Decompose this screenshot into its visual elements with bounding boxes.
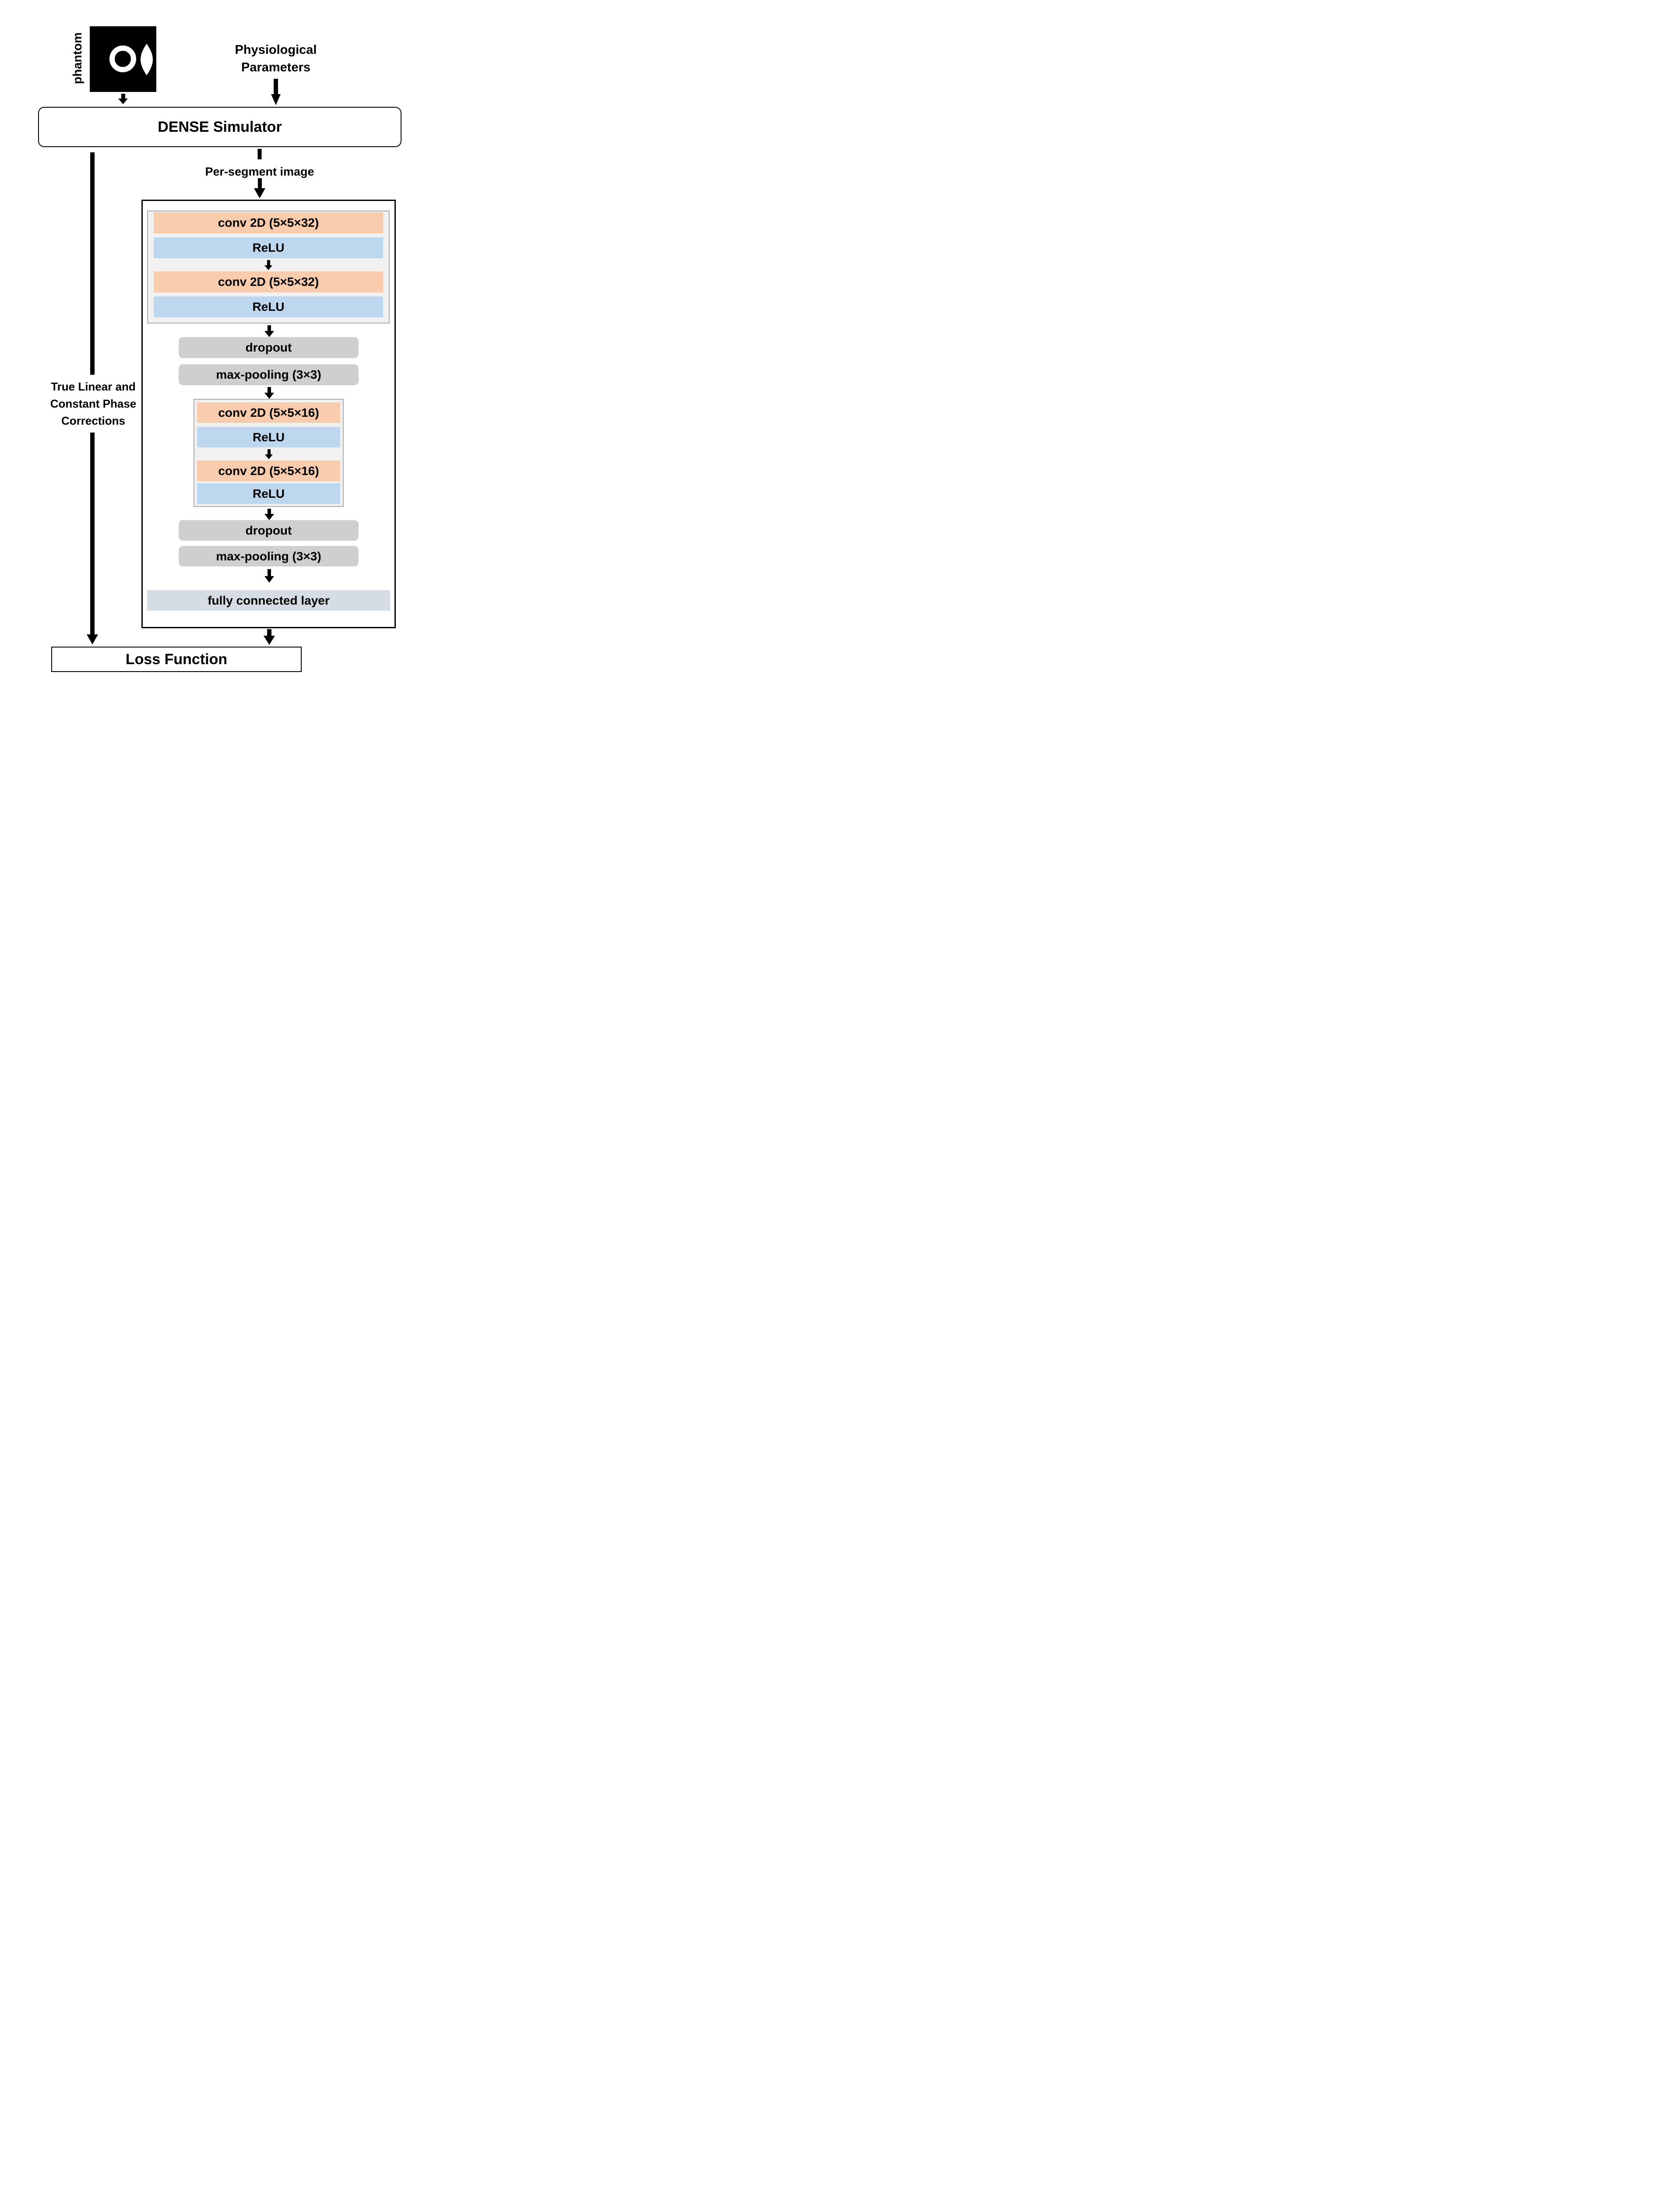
per-segment-image-label: Per-segment image <box>205 165 314 178</box>
arrow-shaft <box>267 629 271 636</box>
physiological-line-2: Parameters <box>241 60 310 74</box>
phantom-label: phantom <box>70 32 84 84</box>
arrow-shaft <box>267 449 271 454</box>
arrow-head <box>271 94 281 105</box>
physiological-parameters-label: Physiological Parameters <box>235 41 317 76</box>
relu-layer-3: ReLU <box>197 427 340 447</box>
arrow-shaft <box>268 387 271 393</box>
conv-layer-3: conv 2D (5×5×16) <box>197 402 340 423</box>
max-pooling-layer-2: max-pooling (3×3) <box>179 546 359 567</box>
arrow-head <box>118 99 128 104</box>
diagram-canvas: phantom Physiological Parameters DENSE S… <box>0 0 420 692</box>
true-corrections-line-1: True Linear and <box>51 380 136 393</box>
dense-simulator-box: DENSE Simulator <box>38 107 402 147</box>
arrow-shaft <box>267 260 270 265</box>
phantom-image <box>90 26 156 92</box>
dropout-layer-1: dropout <box>179 337 359 358</box>
arrow-head <box>265 454 273 459</box>
arrow-shaft <box>268 325 271 331</box>
conv-layer-2: conv 2D (5×5×32) <box>154 271 383 292</box>
conv-layer-1: conv 2D (5×5×32) <box>154 212 383 233</box>
arrow-head <box>264 393 274 399</box>
arrow-head <box>264 265 272 270</box>
arrow-shaft <box>121 94 125 99</box>
arrow-pooling1-to-group2 <box>264 387 274 399</box>
arrow-head <box>264 636 275 645</box>
arrow-conv-group-1-internal <box>264 260 272 270</box>
physiological-line-1: Physiological <box>235 43 317 57</box>
relu-layer-4: ReLU <box>197 483 340 504</box>
arrow-head <box>264 331 274 337</box>
simulator-output-connector <box>257 149 262 159</box>
arrow-head <box>264 576 274 583</box>
arrow-phantom-to-simulator <box>118 94 128 104</box>
true-corrections-line-3: Corrections <box>61 414 125 427</box>
conv-layer-4: conv 2D (5×5×16) <box>197 461 340 481</box>
arrow-shaft <box>274 79 278 94</box>
arrow-parameters-to-simulator <box>271 79 281 105</box>
arrow-pooling2-to-fc <box>264 569 274 583</box>
loss-function-label: Loss Function <box>125 651 228 668</box>
arrow-group2-to-dropout2 <box>264 509 274 520</box>
arrow-head <box>254 188 265 198</box>
conv-group-2: conv 2D (5×5×16) ReLU conv 2D (5×5×16) R… <box>194 399 344 507</box>
arrow-head <box>264 514 274 520</box>
fully-connected-layer: fully connected layer <box>147 590 390 611</box>
arrow-shaft <box>268 509 271 514</box>
connector-bar <box>257 149 262 159</box>
true-corrections-label: True Linear and Constant Phase Correctio… <box>50 378 137 429</box>
arrow-shaft <box>257 178 262 188</box>
max-pooling-layer-1: max-pooling (3×3) <box>179 364 359 385</box>
true-corrections-arrow-upper-segment <box>90 152 95 375</box>
lens-shape <box>141 44 153 75</box>
arrow-cnn-to-loss <box>264 629 275 645</box>
arrow-shaft <box>268 569 271 576</box>
loss-function-box: Loss Function <box>51 647 302 672</box>
true-corrections-arrow-lower-segment <box>90 433 95 634</box>
relu-layer-2: ReLU <box>154 296 383 317</box>
dropout-layer-2: dropout <box>179 520 359 541</box>
arrow-per-segment-to-cnn <box>254 178 265 198</box>
true-corrections-arrow-head <box>87 634 98 644</box>
true-corrections-line-2: Constant Phase <box>50 397 137 410</box>
arrow-group1-to-dropout1 <box>264 325 274 337</box>
dense-simulator-label: DENSE Simulator <box>158 119 282 135</box>
ring-shape <box>109 46 136 72</box>
arrow-conv-group-2-internal <box>265 449 273 459</box>
relu-layer-1: ReLU <box>154 237 383 258</box>
cnn-box: conv 2D (5×5×32) ReLU conv 2D (5×5×32) R… <box>141 200 396 628</box>
conv-group-1: conv 2D (5×5×32) ReLU conv 2D (5×5×32) R… <box>147 211 390 324</box>
